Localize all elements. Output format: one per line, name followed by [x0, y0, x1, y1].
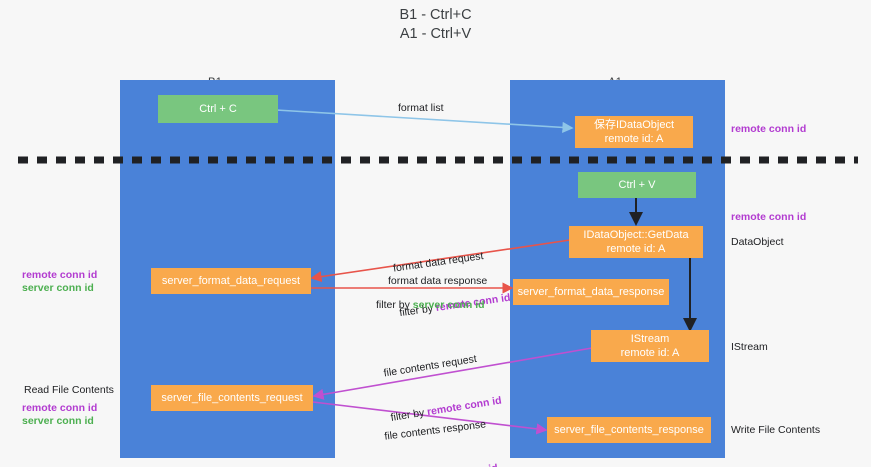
box-ctrl-c[interactable]: Ctrl + C	[158, 95, 278, 123]
box-save-dataobject-line2: remote id: A	[604, 133, 664, 145]
box-ctrl-v-label: Ctrl + V	[618, 179, 656, 191]
title-line-1: B1 - Ctrl+C	[399, 7, 472, 23]
edge-label-format-data-request: format data request	[392, 250, 485, 275]
edge-label-format-data-response: format data response	[388, 275, 488, 287]
edge-label-file-contents-request: file contents request	[382, 352, 478, 380]
box-istream[interactable]: IStream remote id: A	[591, 330, 709, 362]
box-idataobject-getdata-line2: remote id: A	[606, 243, 666, 255]
box-istream-line2: remote id: A	[620, 347, 680, 359]
box-server-file-contents-request-label: server_file_contents_request	[161, 392, 303, 404]
page-title: B1 - Ctrl+C A1 - Ctrl+V	[0, 6, 871, 44]
box-server-file-contents-request[interactable]: server_file_contents_request	[151, 385, 313, 411]
box-save-dataobject[interactable]: 保存IDataObject remote id: A	[575, 116, 693, 148]
side-label-remote-conn-id-mid: remote conn id	[731, 211, 807, 223]
filter-key-server-conn-id: server conn id	[426, 462, 499, 467]
edge-label-file-contents-response: file contents response	[383, 418, 487, 443]
side-label-read-file-contents: Read File Contents	[24, 384, 114, 396]
filter-prefix: filter by	[376, 299, 413, 311]
box-idataobject-getdata[interactable]: IDataObject::GetData remote id: A	[569, 226, 703, 258]
side-label-write-file-contents: Write File Contents	[731, 424, 821, 436]
side-label-left-server-conn-id: server conn id	[22, 282, 94, 294]
box-server-format-data-response-label: server_format_data_response	[517, 286, 665, 298]
box-ctrl-c-label: Ctrl + C	[199, 103, 237, 115]
box-server-format-data-request[interactable]: server_format_data_request	[151, 268, 311, 294]
box-ctrl-v[interactable]: Ctrl + V	[578, 172, 696, 198]
edge-label-format-data-response-filter: filter by server conn id	[376, 299, 485, 312]
title-line-2: A1 - Ctrl+V	[399, 26, 472, 42]
edge-label-format-list: format list	[398, 102, 444, 114]
side-label-remote-conn-id-top: remote conn id	[731, 123, 807, 135]
box-server-file-contents-response[interactable]: server_file_contents_response	[547, 417, 711, 443]
edge-label-file-contents-response-group: file contents response filter by server …	[380, 387, 502, 467]
box-server-format-data-response[interactable]: server_format_data_response	[513, 279, 669, 305]
side-label-istream: IStream	[731, 341, 768, 353]
side-label-left-server-conn-id-2: server conn id	[22, 415, 94, 427]
box-server-format-data-request-label: server_format_data_request	[161, 275, 301, 287]
box-save-dataobject-line1: 保存IDataObject	[593, 119, 675, 131]
edge-label-file-contents-response-filter: filter by server conn id	[389, 461, 499, 467]
box-idataobject-getdata-line1: IDataObject::GetData	[583, 229, 689, 241]
filter-key-server-conn-id: server conn id	[412, 299, 485, 311]
side-label-left-remote-conn-id: remote conn id	[22, 269, 98, 281]
side-label-left-remote-conn-id-2: remote conn id	[22, 402, 98, 414]
box-istream-line1: IStream	[630, 333, 670, 345]
side-label-dataobject: DataObject	[731, 236, 784, 248]
box-server-file-contents-response-label: server_file_contents_response	[554, 424, 704, 436]
